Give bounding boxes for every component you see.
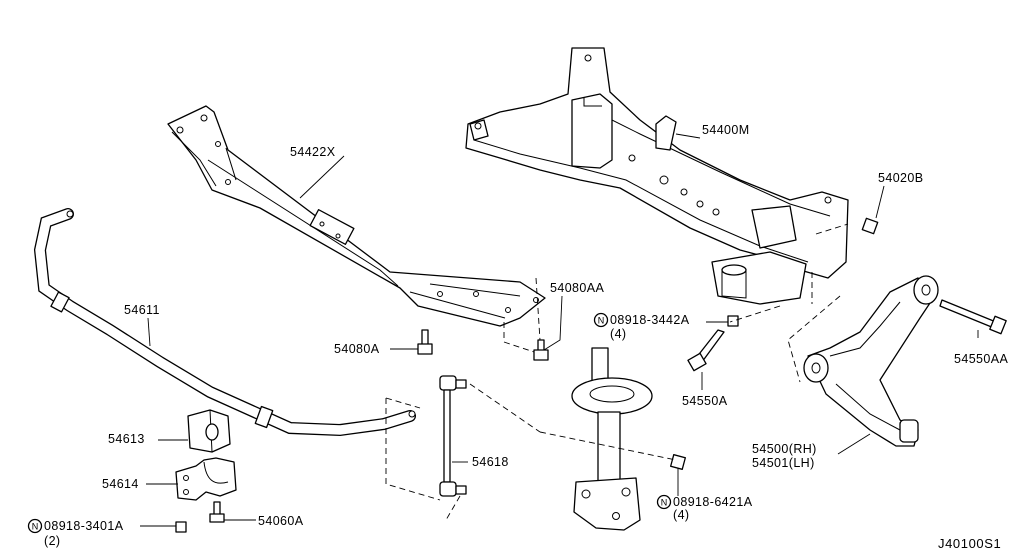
diagram-reference: J40100S1 bbox=[938, 536, 1001, 551]
label-54422x[interactable]: 54422X bbox=[290, 145, 336, 159]
label-08918-3442a[interactable]: 08918-3442A bbox=[610, 313, 690, 327]
label-54020b[interactable]: 54020B bbox=[878, 171, 924, 185]
label-54550aa[interactable]: 54550AA bbox=[954, 352, 1008, 366]
cross-member-54422x bbox=[167, 105, 546, 327]
label-54060a[interactable]: 54060A bbox=[258, 514, 304, 528]
lower-arm-54500 bbox=[803, 275, 939, 447]
label-08918-6421a[interactable]: 08918-6421A bbox=[673, 495, 753, 509]
fasteners bbox=[175, 217, 1007, 533]
label-08918-3401a-qty: (2) bbox=[44, 534, 60, 548]
label-08918-3401a[interactable]: 08918-3401A bbox=[44, 519, 124, 533]
label-54550a[interactable]: 54550A bbox=[682, 394, 728, 408]
svg-text:N: N bbox=[661, 498, 668, 508]
leader-lines bbox=[140, 133, 979, 527]
n-mark-08918-6421a: N bbox=[656, 494, 672, 510]
stabilizer-link-54618 bbox=[439, 375, 467, 497]
label-54501-lh[interactable]: 54501(LH) bbox=[752, 456, 815, 470]
svg-text:N: N bbox=[598, 316, 605, 326]
label-54618[interactable]: 54618 bbox=[472, 455, 509, 469]
assembly-lines bbox=[385, 223, 849, 521]
label-54080aa[interactable]: 54080AA bbox=[550, 281, 604, 295]
label-54500-rh[interactable]: 54500(RH) bbox=[752, 442, 817, 456]
n-mark-08918-3442a: N bbox=[593, 312, 609, 328]
label-54613[interactable]: 54613 bbox=[108, 432, 145, 446]
bushing-54613 bbox=[187, 409, 231, 453]
label-54080a[interactable]: 54080A bbox=[334, 342, 380, 356]
stabilizer-bar-54611 bbox=[33, 208, 416, 437]
label-54611[interactable]: 54611 bbox=[124, 303, 160, 317]
label-54614[interactable]: 54614 bbox=[102, 477, 139, 491]
strut-assembly bbox=[571, 347, 653, 531]
label-08918-3442a-qty: (4) bbox=[610, 327, 626, 341]
svg-text:N: N bbox=[32, 522, 39, 532]
clamp-54614 bbox=[175, 457, 237, 501]
label-54400m[interactable]: 54400M bbox=[702, 123, 750, 137]
n-mark-08918-3401a: N bbox=[27, 518, 43, 534]
label-08918-6421a-qty: (4) bbox=[673, 508, 689, 522]
subframe-54400m bbox=[465, 47, 849, 305]
